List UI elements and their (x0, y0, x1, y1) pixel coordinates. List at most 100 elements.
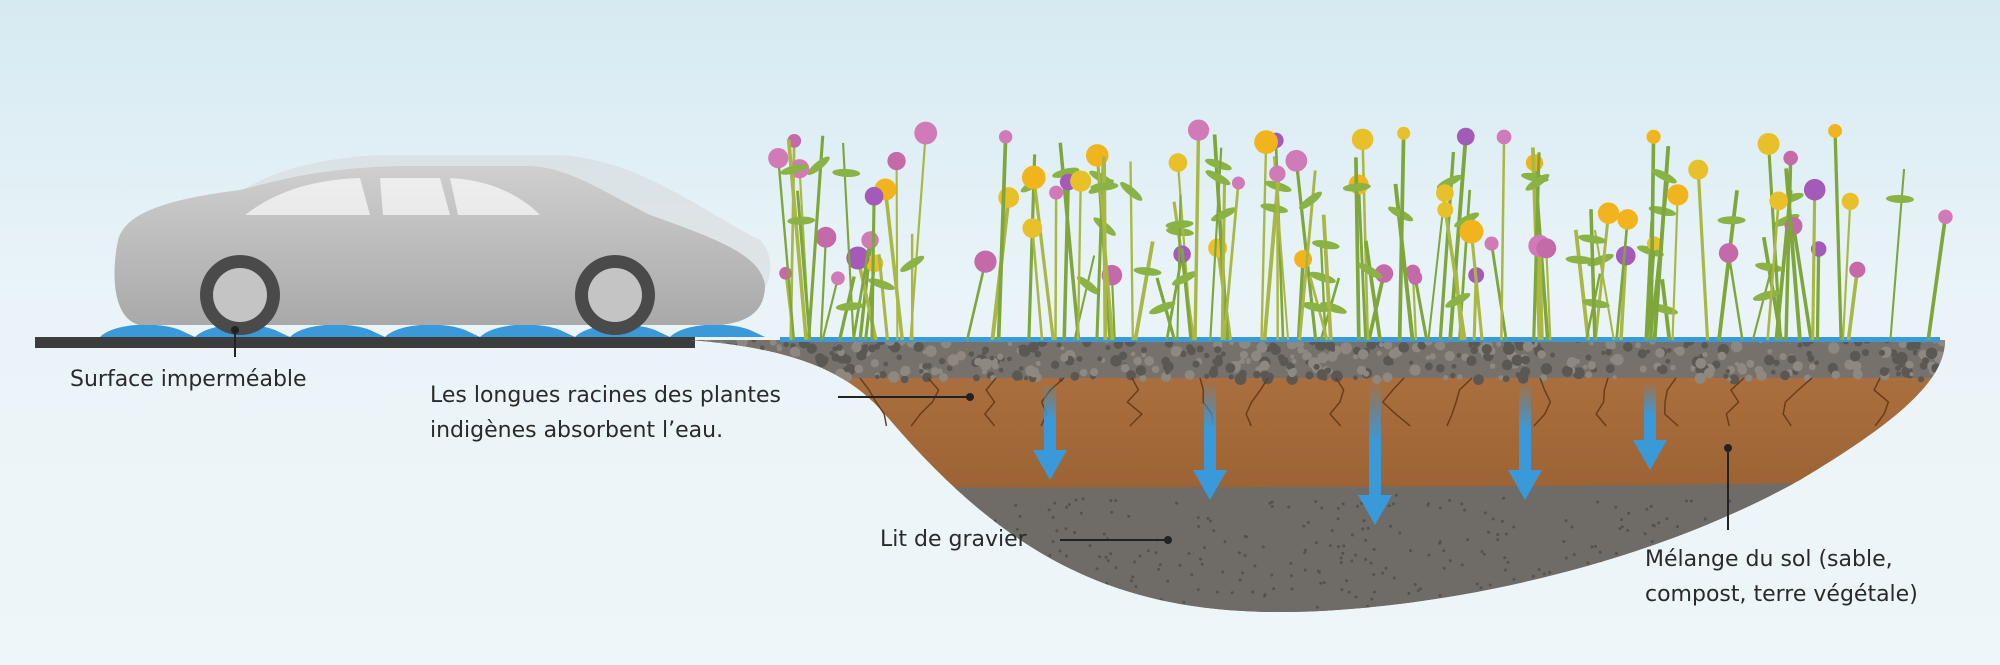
plant-leaf (780, 164, 808, 175)
flower-head (1688, 159, 1709, 180)
plant-stem (1102, 156, 1108, 341)
plant-leaf (1565, 255, 1594, 264)
plant-stem (1833, 130, 1843, 341)
flower-head (1841, 192, 1859, 210)
plant-leaf (1342, 183, 1371, 192)
car-illustration (114, 166, 765, 335)
flower-head (1615, 245, 1636, 266)
plant-stem (1298, 170, 1317, 341)
flower-head (1803, 178, 1826, 201)
flower-head (1536, 238, 1557, 259)
plant-stem (877, 254, 890, 341)
flower-head (1168, 153, 1188, 172)
plant-stem (1593, 213, 1611, 341)
plant-stem (777, 158, 796, 341)
label-soil-mix-line2: compost, terre végétale) (1645, 582, 1918, 607)
infiltration-arrow (1193, 385, 1227, 500)
plant-leaf (832, 168, 861, 178)
native-plants-group (768, 119, 1953, 341)
infiltration-arrow (1358, 385, 1392, 525)
plant-stem (1448, 136, 1468, 341)
flower-head (1456, 127, 1475, 146)
flower-head (1408, 270, 1423, 285)
plant-stem (1058, 142, 1081, 341)
flower-head (1597, 202, 1620, 224)
flower-head (1437, 201, 1454, 218)
plant-leaf (787, 216, 816, 225)
runoff-wave (385, 324, 480, 337)
plant-stem (1413, 277, 1429, 341)
flower-head (1667, 184, 1689, 206)
plant-stem (819, 237, 828, 341)
plant-leaf (1172, 271, 1198, 286)
plant-root (1329, 377, 1345, 427)
plant-leaf (1165, 220, 1194, 229)
plant-root (1725, 377, 1745, 427)
plant-root (1245, 377, 1269, 427)
plant-stem (1357, 184, 1368, 341)
plant-leaf (1301, 302, 1329, 313)
plant-stem (1490, 243, 1508, 341)
plant-stem (996, 136, 1008, 341)
plant-leaf (1885, 194, 1914, 204)
flower-head (1049, 185, 1064, 200)
flower-head (1231, 176, 1245, 190)
label-impermeable-surface: Surface imperméable (70, 367, 307, 392)
plant-leaf (1205, 170, 1231, 186)
plant-stem (1500, 136, 1506, 341)
plant-stem (1193, 130, 1201, 341)
infiltration-arrow (1508, 385, 1542, 500)
runoff-wave (100, 324, 195, 337)
plant-leaf (807, 156, 830, 176)
flower-head (779, 266, 792, 280)
plant-stem (1321, 214, 1333, 341)
plant-stem (1054, 192, 1058, 341)
plant-stem (821, 277, 839, 341)
plant-leaf (1525, 173, 1550, 191)
plant-stem (1815, 248, 1821, 341)
plant-stem (1784, 157, 1793, 341)
flower-head (1269, 165, 1286, 182)
plant-leaf (1717, 216, 1746, 225)
label-roots-line1: Les longues racines des plantes (430, 383, 782, 408)
plant-leaf (900, 255, 925, 273)
plant-stem (1652, 146, 1671, 341)
plant-stem (1841, 201, 1852, 341)
plant-leaf (1299, 191, 1323, 210)
plant-stem (1363, 240, 1382, 341)
flower-head (1757, 132, 1780, 155)
plant-stem (1180, 248, 1193, 341)
plant-stem (895, 161, 899, 341)
plant-stem (1696, 169, 1710, 341)
flower-head (1828, 123, 1843, 138)
flower-head (864, 186, 884, 206)
plant-leaf (1052, 167, 1080, 178)
flower-head (1294, 250, 1313, 269)
flower-head (1022, 218, 1043, 239)
plant-stem (1727, 252, 1744, 341)
plant-root (1126, 377, 1143, 427)
plant-root (910, 377, 940, 427)
flower-head (1397, 126, 1411, 140)
plant-stem (1031, 228, 1044, 341)
flower-head (768, 147, 789, 169)
plant-stem (1615, 219, 1629, 341)
plant-stem (883, 189, 905, 341)
infiltration-arrow (1033, 385, 1067, 480)
plant-stem (1751, 265, 1774, 341)
plant-root (1446, 377, 1473, 427)
plant-leaf (1651, 168, 1677, 184)
plant-leaf (1090, 182, 1119, 191)
plant-stem (1133, 241, 1155, 341)
plant-leaf (1149, 301, 1176, 315)
plant-leaf (1320, 302, 1347, 314)
plant-stem (1260, 142, 1268, 341)
flower-head (1718, 243, 1739, 263)
runoff-water-group (100, 324, 765, 337)
plant-leaf (1133, 267, 1162, 276)
plant-stem (1393, 183, 1415, 341)
plant-stem (1176, 194, 1182, 341)
flower-head (831, 271, 845, 286)
flower-head (887, 151, 906, 171)
plant-leaf (1752, 290, 1780, 301)
